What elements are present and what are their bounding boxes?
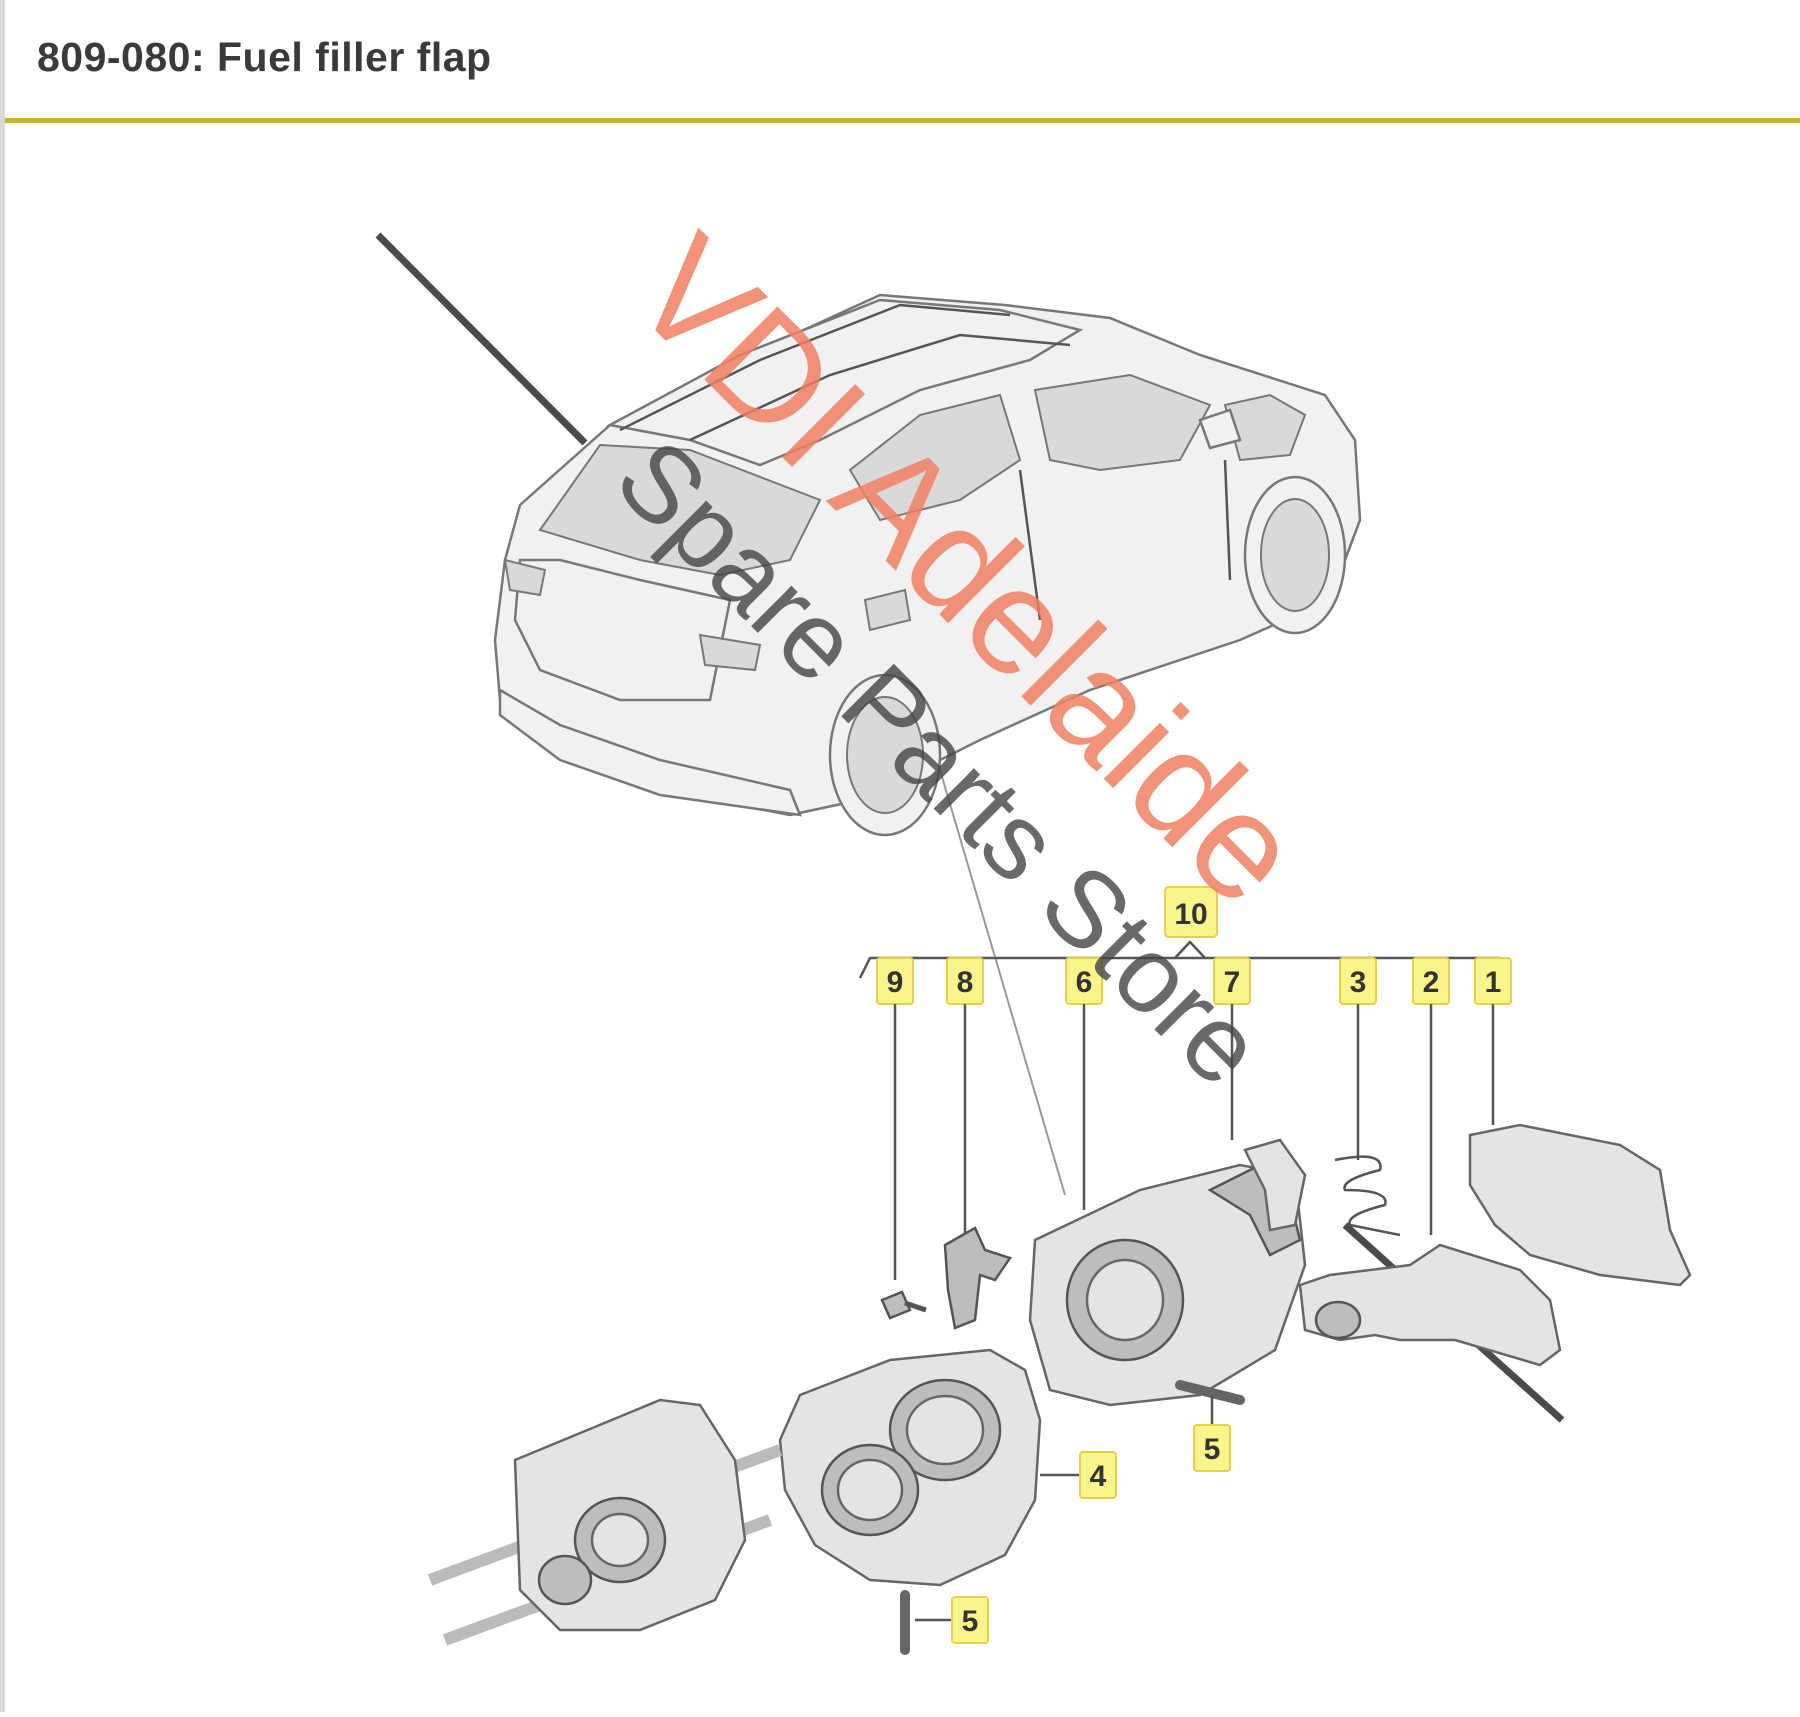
part-1-cover xyxy=(1468,1123,1692,1287)
callout-2[interactable]: 2 xyxy=(1412,957,1450,1005)
svg-text:1: 1 xyxy=(1485,966,1502,999)
svg-text:4: 4 xyxy=(1090,1460,1107,1493)
leader-lines xyxy=(893,1004,1495,1280)
svg-text:6: 6 xyxy=(1076,966,1093,999)
callout-9[interactable]: 9 xyxy=(876,957,914,1005)
callout-5-lower[interactable]: 5 xyxy=(915,1596,989,1644)
svg-text:8: 8 xyxy=(957,966,974,999)
callout-8[interactable]: 8 xyxy=(946,957,984,1005)
vehicle-illustration xyxy=(493,293,1362,1196)
part-8-actuator xyxy=(943,1226,1012,1330)
part-9-screw xyxy=(880,1290,927,1320)
part-7-hinge xyxy=(1243,1138,1307,1232)
svg-text:3: 3 xyxy=(1350,966,1367,999)
callout-10[interactable]: 10 xyxy=(1164,886,1218,938)
svg-text:5: 5 xyxy=(1204,1433,1221,1466)
callout-4[interactable]: 4 xyxy=(1040,1451,1117,1499)
callout-7[interactable]: 7 xyxy=(1213,957,1251,1005)
svg-text:5: 5 xyxy=(962,1605,979,1638)
callout-5-upper[interactable]: 5 xyxy=(1193,1395,1231,1472)
svg-text:2: 2 xyxy=(1423,966,1440,999)
page-header: 809-080: Fuel filler flap xyxy=(5,0,1800,123)
callout-6[interactable]: 6 xyxy=(1065,957,1103,1005)
svg-text:10: 10 xyxy=(1174,898,1207,931)
part-5-pin-upper xyxy=(1175,1380,1245,1405)
callout-1[interactable]: 1 xyxy=(1474,957,1512,1005)
body-panel-cutaway xyxy=(427,1398,783,1646)
part-4-filler-bowl xyxy=(778,1348,1042,1587)
callout-3[interactable]: 3 xyxy=(1339,957,1377,1005)
svg-text:7: 7 xyxy=(1224,966,1241,999)
part-6-housing xyxy=(1028,1163,1307,1407)
part-3-spring xyxy=(1334,1155,1401,1237)
svg-text:9: 9 xyxy=(887,966,904,999)
page-title: 809-080: Fuel filler flap xyxy=(37,34,492,80)
part-2-flap xyxy=(1298,1243,1562,1367)
accent-line-top xyxy=(375,232,588,446)
